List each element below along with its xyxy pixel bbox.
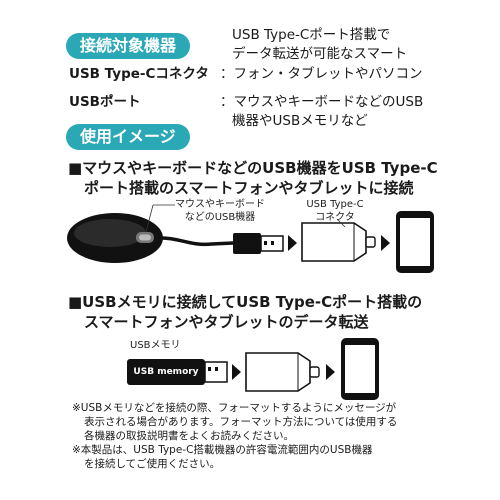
usage1-heading-line2: ポート搭載のスマートフォンやタブレットに接続: [84, 179, 414, 197]
note2-line2: を接続してご使用ください。: [84, 458, 221, 470]
usage1-heading-line1: ■マウスやキーボードなどのUSB機器をUSB Type-C: [68, 159, 438, 177]
arrow-right-icon: [381, 235, 390, 251]
smartphone-icon: [396, 211, 434, 273]
usb-desc-line2: 機器やUSBメモリなど: [232, 113, 368, 129]
usb-a-plug-icon: [233, 233, 284, 254]
typec-desc-line1: USB Type-Cポート搭載で: [232, 27, 391, 43]
note1-line1: ※USBメモリなどを接続の際、フォーマットするようにメッセージが: [72, 402, 397, 414]
usb-memory-label: USBメモリ: [130, 340, 181, 351]
usb-memory-icon: [127, 359, 228, 385]
usage-image-badge: 使用イメージ: [66, 124, 190, 150]
usage2-heading-line1: ■USBメモリに接続してUSB Type-Cポート搭載の: [68, 293, 423, 311]
note1-line3: 各機器の取扱説明書をよくお読みください。: [84, 430, 294, 442]
connector-label-line1: USB Type-C: [306, 199, 364, 210]
note1-line2: 表示される場合があります。フォーマット方法については使用する: [84, 416, 398, 428]
arrow-right-icon: [288, 235, 297, 251]
device-label-line1: マウスやキーボード: [175, 199, 265, 210]
usage2-heading-line2: スマートフォンやタブレットのデータ転送: [84, 313, 369, 331]
typec-desc-line3: ：フォン・タブレットやパソコン: [220, 66, 423, 82]
usb-desc-line1: ：マウスやキーボードなどのUSB: [220, 94, 424, 110]
connector-leader-line: [336, 218, 346, 228]
usb-c-adapter-icon: [245, 352, 320, 392]
target-devices-badge: 接続対象機器: [66, 33, 191, 59]
mouse-cable: [161, 236, 234, 247]
typec-connector-label: USB Type-Cコネクタ: [69, 66, 209, 82]
typec-desc-line2: データ転送が可能なスマート: [232, 46, 408, 62]
arrow-right-icon: [232, 364, 241, 380]
smartphone-icon: [341, 338, 379, 400]
usb-c-adapter-icon: [301, 222, 376, 262]
note2-line1: ※本製品は、USB Type-C搭載機器の許容電流範囲内のUSB機器: [72, 444, 373, 456]
device-label-line2: などのUSB機器: [184, 212, 256, 223]
mouse-icon: [67, 213, 163, 263]
usb-port-label: USBポート: [69, 94, 141, 110]
usb-memory-text: USB memory: [133, 367, 199, 377]
arrow-right-icon: [326, 364, 335, 380]
connector-label-line2: コネクタ: [315, 212, 355, 223]
